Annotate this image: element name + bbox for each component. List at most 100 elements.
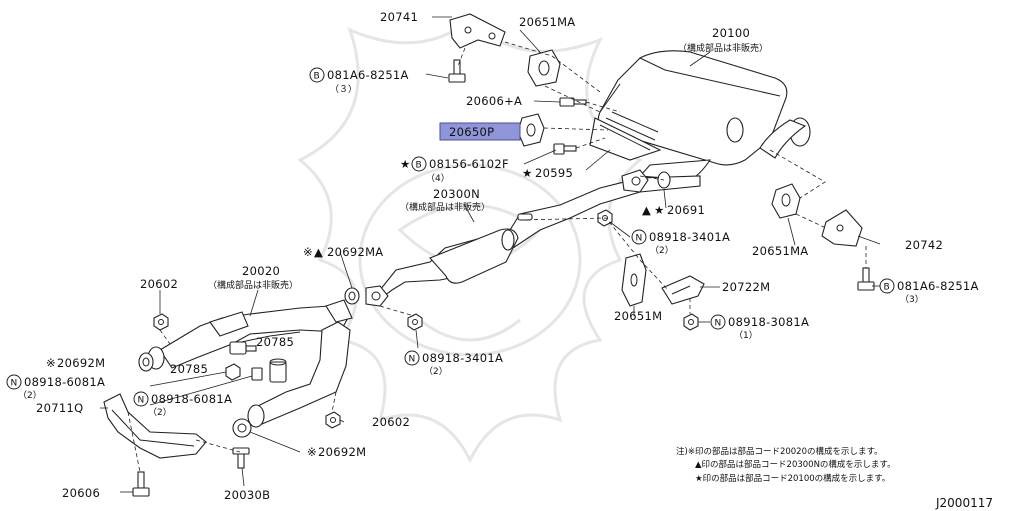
bracket-20722M[interactable]	[661, 275, 705, 305]
label-20785-a: 20785	[256, 335, 294, 349]
bolt-symbol-letter-right: B	[884, 283, 890, 293]
label-08918-3081A-qty: （1）	[734, 330, 758, 341]
label-20692MA: 20692MA	[327, 245, 383, 259]
heat-shield-20711Q[interactable]	[103, 393, 207, 459]
label-08918-6081A-left: 08918-6081A	[24, 375, 105, 389]
bolt-081A6-right[interactable]	[857, 267, 875, 291]
main-muffler-20100[interactable]	[589, 50, 811, 181]
nut-symbol-3401A-mid	[404, 350, 420, 366]
label-20650P: 20650P	[449, 125, 494, 139]
kome-symbol-20692M-left: ※	[46, 356, 56, 370]
note-line-3: ★印の部品は部品コード20100の構成を示します。	[695, 473, 890, 484]
label-20651MA-right: 20651MA	[752, 244, 808, 258]
label-20020: 20020	[242, 264, 280, 278]
bolt-symbol-top	[309, 67, 325, 83]
sensor-20785-b[interactable]	[269, 358, 287, 383]
label-20606A: 20606+A	[466, 94, 522, 108]
bolt-20030B[interactable]	[232, 447, 250, 469]
highlight-20650P[interactable]	[439, 122, 521, 141]
bracket-20742[interactable]	[821, 209, 863, 247]
bolt-symbol-letter-08156: B	[416, 161, 422, 171]
label-08918-3081A: 08918-3081A	[728, 315, 809, 329]
label-20711Q: 20711Q	[36, 401, 83, 415]
star-symbol-20691: ★	[654, 203, 665, 217]
kome-symbol-20692M-bottom: ※	[307, 445, 317, 459]
label-20595: 20595	[535, 166, 573, 180]
bolt-symbol-letter-top: B	[314, 72, 320, 82]
nut-symbol-3081A	[710, 314, 726, 330]
dashed-lines	[127, 41, 867, 473]
bracket-20741[interactable]	[449, 13, 506, 49]
label-08918-3401A-right-qty: （2）	[650, 245, 674, 256]
label-20020-note: （構成部品は非販売）	[208, 279, 298, 291]
gasket-20692MA[interactable]	[344, 287, 360, 305]
note-line-1: 注)※印の部品は部品コード20020の構成を示します。	[676, 446, 883, 457]
label-20722M: 20722M	[722, 280, 770, 294]
nut-08918-6081A-left[interactable]	[225, 363, 241, 381]
label-20741: 20741	[380, 10, 418, 24]
hanger-20651MA-right[interactable]	[771, 183, 801, 219]
kome-symbol-20692MA: ※	[303, 245, 313, 259]
gasket-20692M-bottom[interactable]	[232, 418, 252, 438]
star-symbol: ★	[400, 157, 411, 171]
nut-symbol-6081A-mid	[133, 391, 149, 407]
label-081A6-right: 081A6-8251A	[897, 279, 979, 293]
sensor-20785-a[interactable]	[229, 341, 257, 355]
label-08918-3401A-right: 08918-3401A	[649, 230, 730, 244]
label-20692M-left: 20692M	[57, 356, 105, 370]
triangle-symbol-20692MA: ▲	[314, 245, 323, 259]
label-20300N: 20300N	[433, 187, 480, 201]
label-20100-note: （構成部品は非販売）	[678, 42, 768, 54]
label-08156-6102F: 08156-6102F	[429, 157, 509, 171]
nut-20602-bottom[interactable]	[325, 411, 341, 429]
label-08156-qty: （4）	[426, 173, 450, 184]
label-20602-bottom: 20602	[372, 415, 410, 429]
label-08918-6081A-mid: 08918-6081A	[151, 392, 232, 406]
nut-08918-3081A[interactable]	[683, 313, 699, 331]
nut-symbol-letter-6081A-left: N	[11, 379, 18, 389]
nut-20602-top[interactable]	[153, 313, 169, 331]
label-081A6-top-qty: （３）	[330, 84, 357, 95]
label-20606: 20606	[62, 486, 100, 500]
label-20785-b: 20785	[170, 362, 208, 376]
label-081A6-right-qty: （3）	[900, 294, 924, 305]
hanger-20651M[interactable]	[621, 253, 647, 307]
label-20692M-bottom: 20692M	[318, 445, 366, 459]
nut-symbol-letter-6081A-mid: N	[138, 396, 145, 406]
diagram-code: J2000117	[935, 496, 993, 510]
bolt-symbol-08156	[411, 156, 427, 172]
gasket-20692M-left[interactable]	[138, 352, 154, 372]
label-081A6-top: 081A6-8251A	[327, 68, 409, 82]
star-symbol-20595: ★	[522, 166, 533, 180]
label-08918-6081A-mid-qty: （2）	[148, 407, 172, 418]
note-line-2: ▲印の部品は部品コード20300Nの構成を示します。	[695, 459, 896, 470]
part-labels: 20741 20651MA 20100 （構成部品は非販売） B 081A6-8…	[6, 10, 979, 502]
bolt-20606[interactable]	[132, 471, 150, 497]
triangle-symbol-20691: ▲	[642, 203, 651, 217]
bolt-08156-6102F[interactable]	[553, 143, 577, 155]
nut-08918-6081A-mid[interactable]	[251, 367, 263, 381]
center-pipe-20300N[interactable]	[365, 169, 701, 307]
label-20651M: 20651M	[614, 309, 662, 323]
label-08918-3401A-mid-qty: （2）	[424, 366, 448, 377]
bolt-symbol-right	[879, 278, 895, 294]
label-20602-top: 20602	[140, 277, 178, 291]
label-20300N-note: （構成部品は非販売）	[400, 201, 490, 213]
nut-symbol-3401A-right	[631, 229, 647, 245]
leader-lines	[100, 16, 881, 493]
hanger-20651MA-top[interactable]	[527, 49, 561, 87]
nut-symbol-letter-3401A-right: N	[636, 234, 643, 244]
insulator-20650P[interactable]	[517, 113, 545, 147]
nut-symbol-6081A-left	[6, 374, 22, 390]
nut-symbol-letter-3401A-mid: N	[409, 355, 416, 365]
label-20030B: 20030B	[224, 488, 270, 502]
label-20742: 20742	[905, 238, 943, 252]
label-20691: 20691	[667, 203, 705, 217]
nut-symbol-letter-3081A: N	[715, 319, 722, 329]
nut-08918-3401A-mid[interactable]	[407, 313, 423, 331]
label-08918-6081A-left-qty: （2）	[18, 390, 42, 401]
footnotes: 注)※印の部品は部品コード20020の構成を示します。 ▲印の部品は部品コード2…	[676, 446, 896, 484]
bolt-081A6-top[interactable]	[448, 59, 466, 83]
